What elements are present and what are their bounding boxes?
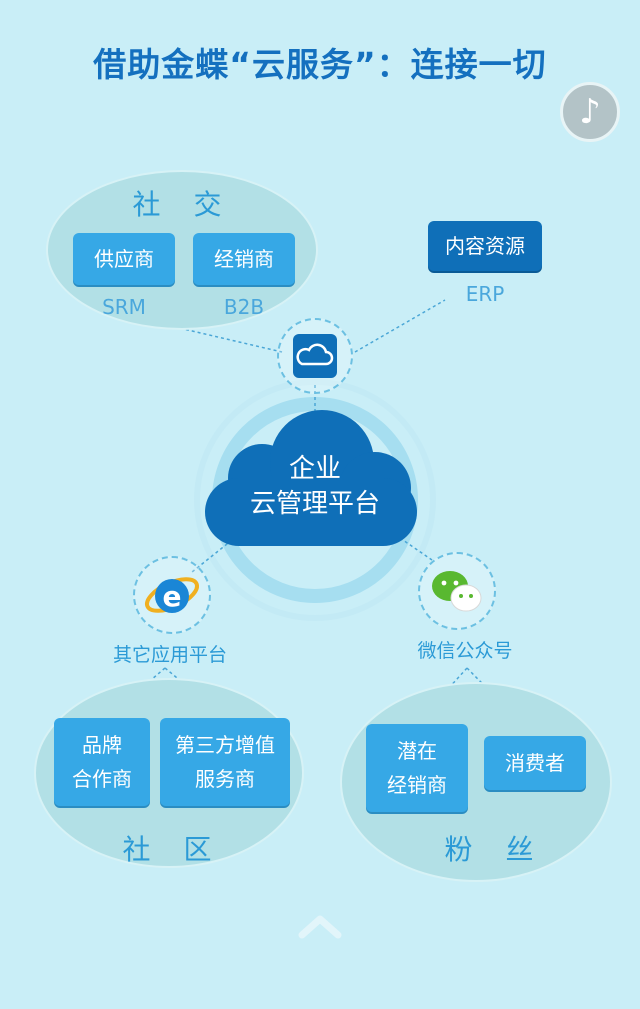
community-group-label: 社 区: [122, 833, 224, 866]
brand-partner-box[interactable]: 品牌 合作商: [54, 718, 150, 806]
center-title-line2: 云管理平台: [249, 489, 380, 519]
music-note-icon[interactable]: ♪: [560, 82, 620, 142]
third-party-line1: 第三方增值: [175, 733, 275, 757]
content-resource-box[interactable]: 内容资源: [428, 221, 542, 271]
other-platform-node[interactable]: e: [133, 556, 211, 634]
central-cloud: [205, 410, 417, 546]
line-erp-cloud: [354, 299, 446, 353]
svg-text:e: e: [163, 580, 182, 613]
fans-group-label: 粉 丝: [444, 833, 546, 866]
potential-dealer-box[interactable]: 潜在 经销商: [366, 724, 468, 812]
wechat-icon: [432, 571, 482, 612]
supplier-box[interactable]: 供应商: [73, 233, 175, 285]
wechat-label: 微信公众号: [417, 640, 513, 662]
dealer-box[interactable]: 经销商: [193, 233, 295, 285]
consumer-box[interactable]: 消费者: [484, 736, 586, 790]
erp-label: ERP: [465, 282, 505, 306]
wechat-node[interactable]: [418, 552, 496, 630]
b2b-label: B2B: [223, 295, 265, 319]
center-title-line1: 企业: [288, 454, 341, 484]
other-platform-label: 其它应用平台: [112, 644, 227, 666]
social-group-label: 社 交: [132, 188, 234, 221]
chevron-up-icon[interactable]: [296, 905, 344, 945]
line-center-wechat: [399, 537, 433, 561]
page-title: 借助金蝶“云服务”：连接一切: [93, 45, 547, 84]
srm-label: SRM: [102, 295, 146, 319]
potential-dealer-line1: 潜在: [397, 739, 437, 763]
brand-partner-line1: 品牌: [82, 733, 122, 757]
potential-dealer-line2: 经销商: [387, 773, 447, 797]
third-party-line2: 服务商: [195, 767, 255, 791]
brand-partner-line2: 合作商: [72, 767, 132, 791]
cloud-icon: [293, 334, 337, 378]
cloud-service-node[interactable]: [277, 318, 353, 394]
ie-browser-icon: e: [145, 577, 199, 613]
third-party-box[interactable]: 第三方增值 服务商: [160, 718, 290, 806]
